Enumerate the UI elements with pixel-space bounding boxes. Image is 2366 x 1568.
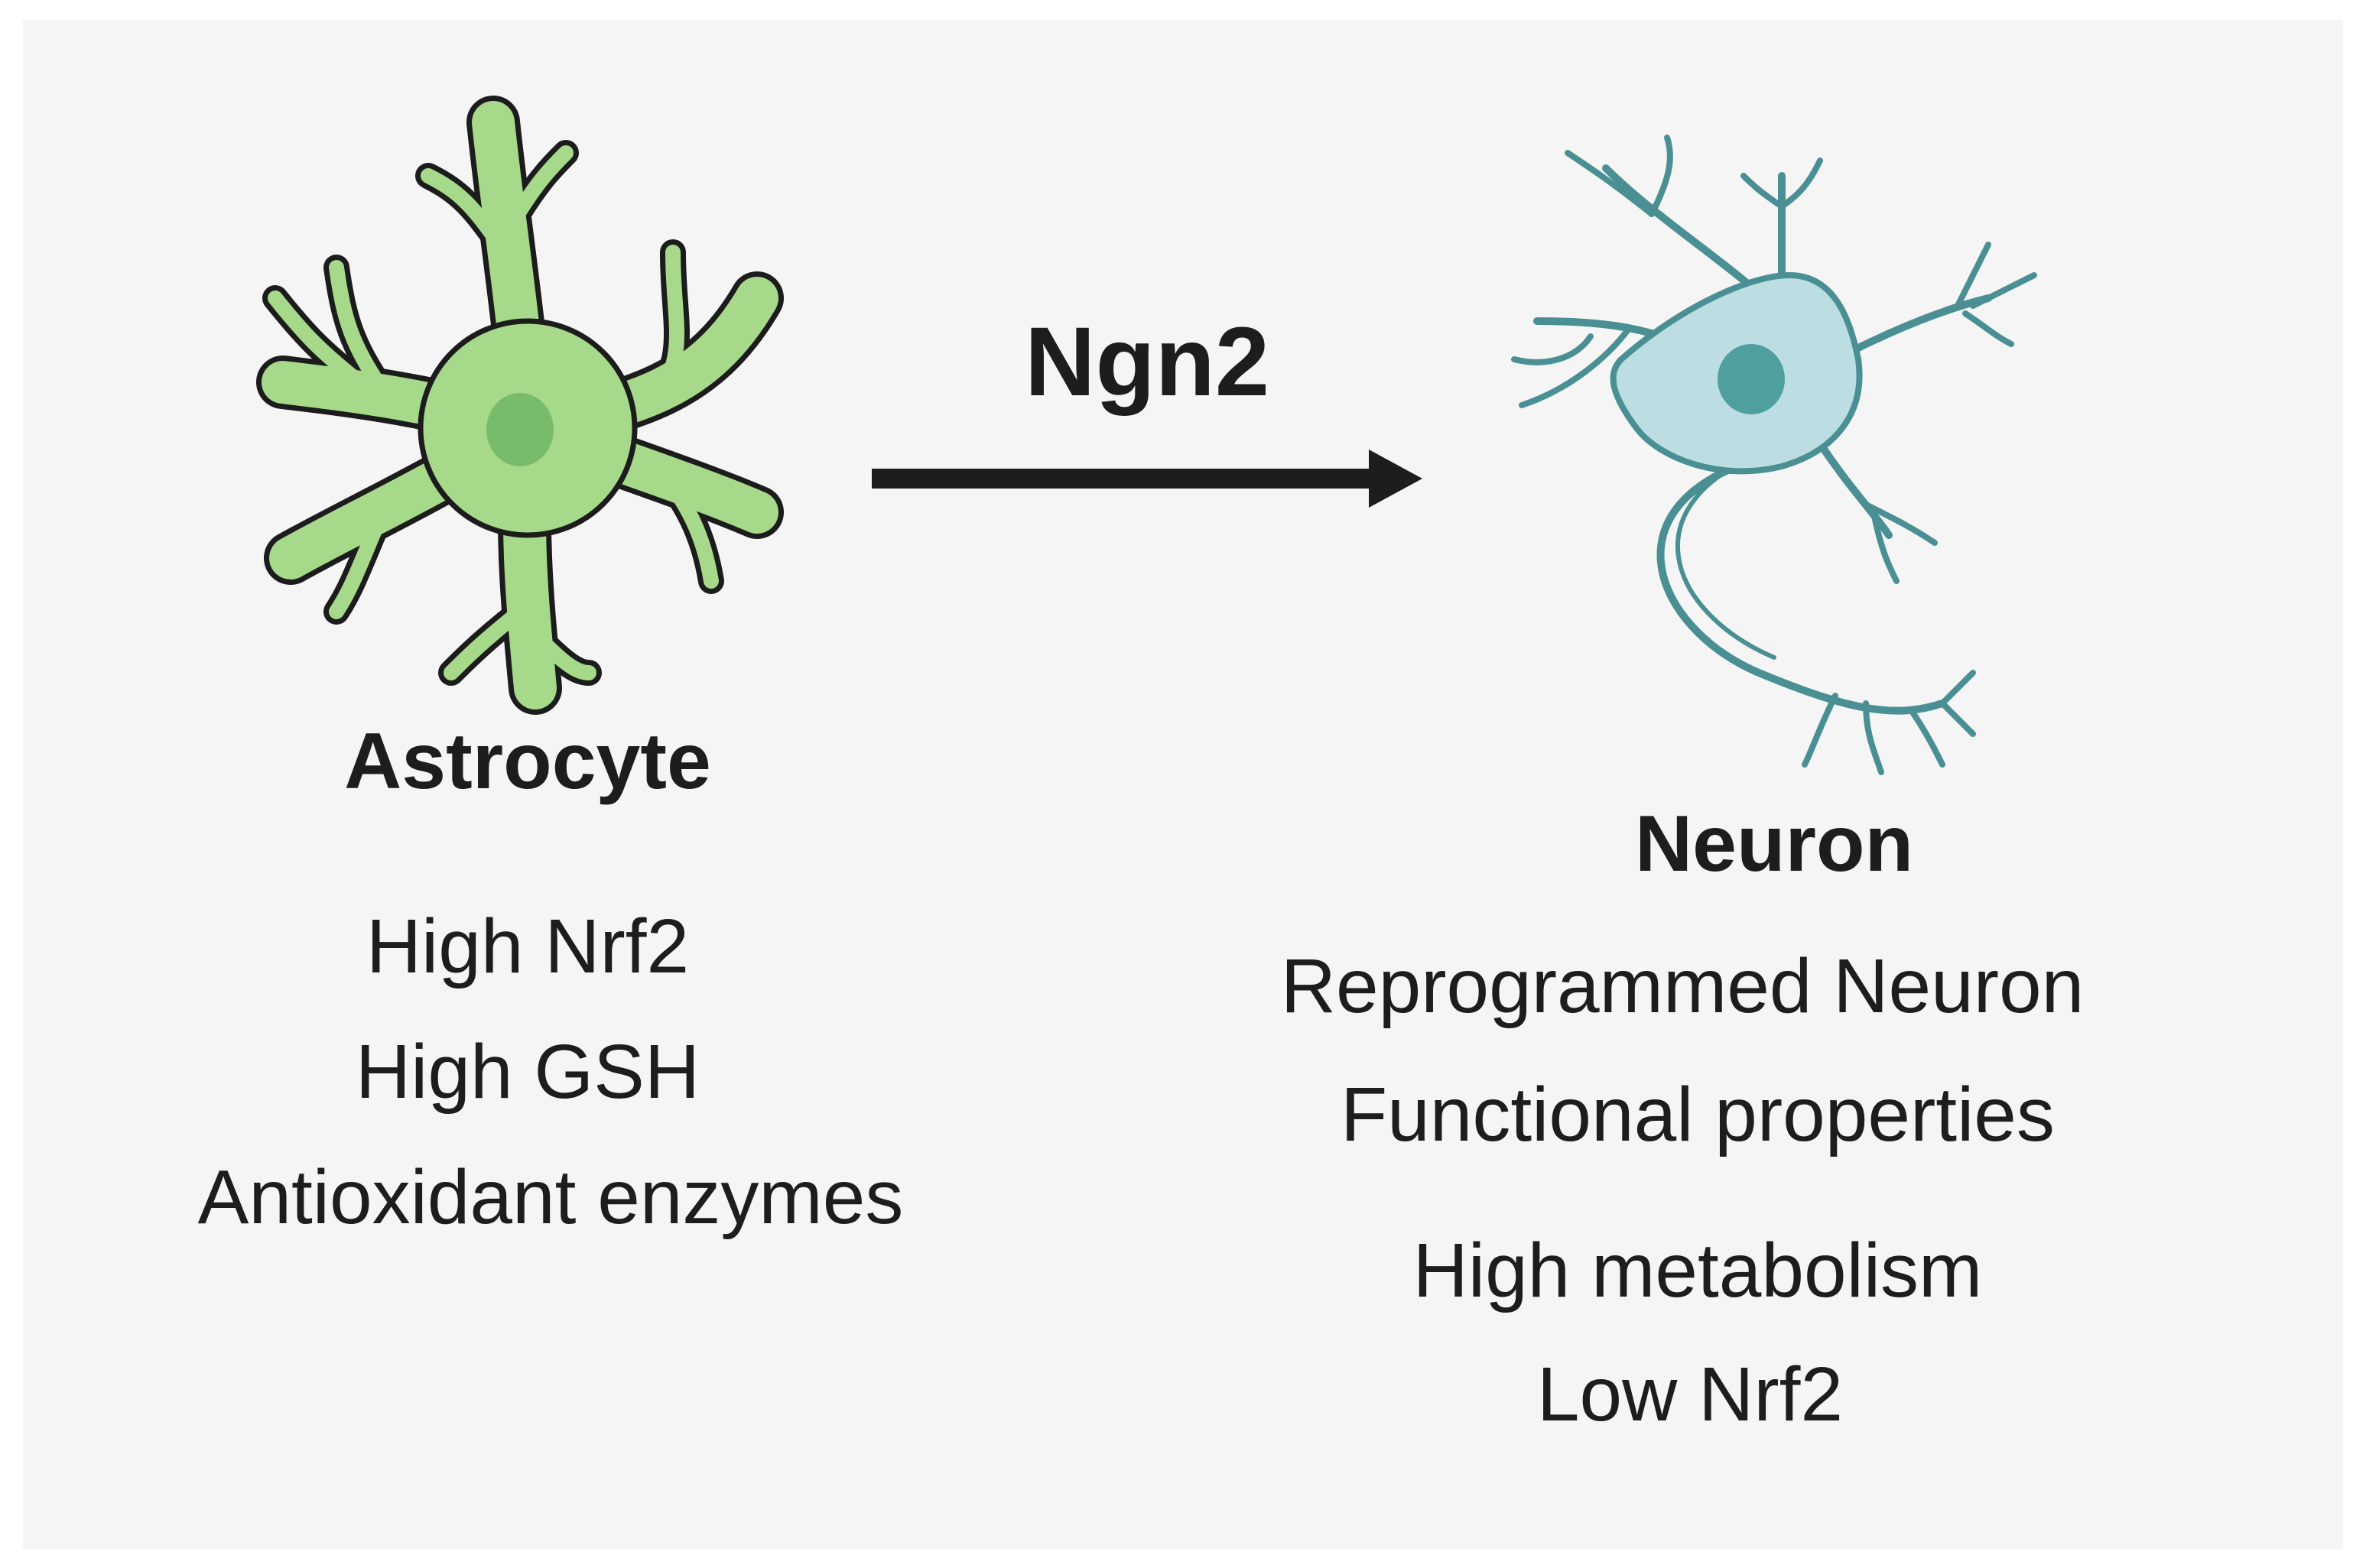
neuron-property: Reprogrammed Neuron (1280, 943, 2085, 1029)
neuron-nucleus (1718, 344, 1785, 414)
neuron-property: High metabolism (1412, 1228, 1983, 1313)
neuron-title: Neuron (1635, 800, 1913, 888)
arrow-icon (872, 450, 1422, 508)
ngn2-label: Ngn2 (1025, 307, 1269, 417)
neuron-icon (1511, 135, 2037, 775)
astrocyte-property: High GSH (355, 1029, 700, 1115)
neuron-property: Low Nrf2 (1536, 1352, 1844, 1437)
astrocyte-nucleus (486, 393, 554, 466)
neuron-property: Functional properties (1341, 1072, 2055, 1157)
astrocyte-title: Astrocyte (344, 717, 711, 806)
astrocyte-icon (256, 96, 784, 715)
astrocyte-property: Antioxidant enzymes (197, 1154, 904, 1240)
astrocyte-property: High Nrf2 (366, 904, 690, 989)
diagram-background (23, 20, 2343, 1549)
